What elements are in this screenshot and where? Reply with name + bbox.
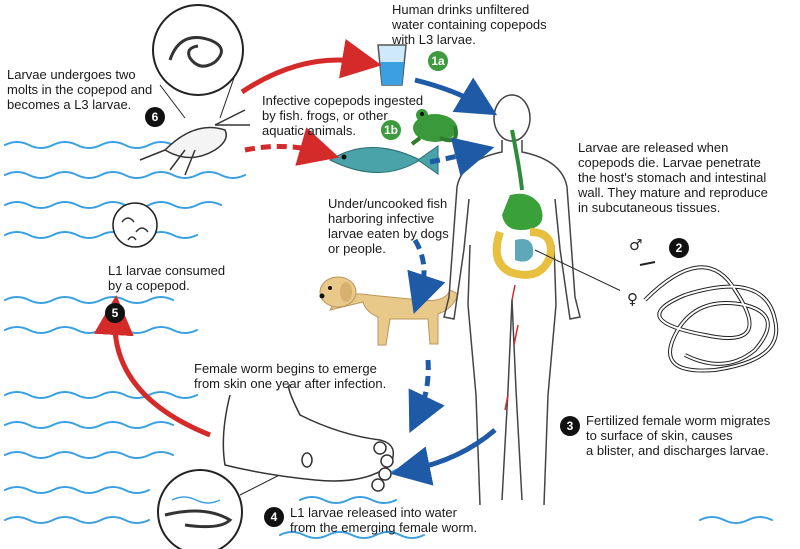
label-fish-eaten: Under/uncooked fish harboring infective … (328, 196, 449, 256)
blue-arrows (390, 77, 498, 486)
label-step1a: Human drinks unfiltered water containing… (392, 2, 547, 47)
badge-4: 4 (264, 507, 284, 527)
red-arrows (93, 38, 382, 438)
label-larvae-release: Larvae are released when copepods die. L… (578, 140, 768, 215)
label-step1b: Infective copepods ingested by fish. fro… (262, 93, 424, 138)
adult-worm-pair (620, 237, 790, 382)
l1-magnifier (112, 202, 158, 248)
human-body (443, 94, 581, 506)
label-emerge: Female worm begins to emerge from skin o… (194, 361, 387, 391)
label-step5: L1 larvae consumed by a copepod. (108, 263, 226, 293)
copepod-magnifier (152, 4, 244, 119)
female-symbol-icon: ♀ (627, 290, 638, 308)
badge-1b: 1b (381, 120, 401, 140)
foot (222, 384, 395, 492)
label-step4: L1 larvae released into water from the e… (290, 505, 478, 535)
copepod (139, 109, 250, 176)
water-glass (377, 44, 407, 86)
emerging-worm-magnifier (157, 461, 306, 549)
digestive-tract (492, 129, 555, 279)
male-symbol-icon: ♂ (629, 236, 643, 254)
dog (319, 276, 459, 346)
label-step3: Fertilized female worm migrates to surfa… (586, 413, 771, 458)
label-step6: Larvae undergoes two molts in the copepo… (7, 67, 153, 112)
badge-1a: 1a (428, 51, 448, 71)
blister-marks (504, 284, 519, 411)
badge-3: 3 (560, 416, 580, 436)
badge-6: 6 (145, 107, 165, 127)
fish (328, 145, 439, 175)
badge-2: 2 (669, 238, 689, 258)
badge-5: 5 (105, 303, 125, 323)
